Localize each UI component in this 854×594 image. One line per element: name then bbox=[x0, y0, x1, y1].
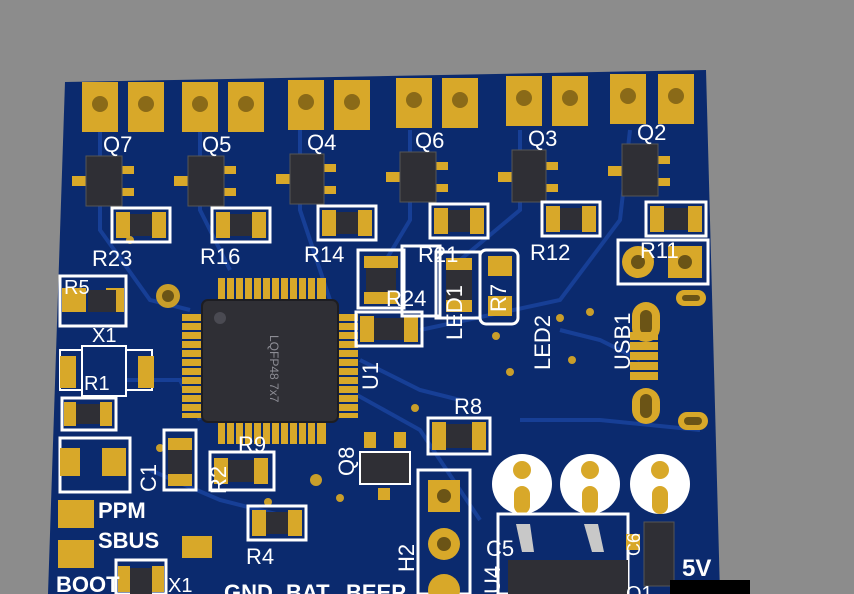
label-h2: H2 bbox=[394, 544, 419, 572]
usb1-connector bbox=[616, 238, 710, 430]
electrolytic-caps bbox=[492, 454, 750, 594]
label-c6: C6 bbox=[624, 533, 644, 556]
label-r23: R23 bbox=[92, 246, 132, 271]
mcu-u1 bbox=[182, 278, 358, 444]
transistor-q5 bbox=[174, 155, 236, 207]
label-beep: BEEP bbox=[346, 580, 406, 594]
led-cluster bbox=[354, 244, 520, 348]
resistors-lower bbox=[208, 450, 308, 542]
component-r1-r5-area bbox=[58, 345, 198, 494]
label-r7: R7 bbox=[486, 284, 511, 312]
crystal-x1 bbox=[58, 274, 128, 328]
header-pads bbox=[82, 74, 694, 132]
label-gnd: GND bbox=[224, 580, 273, 594]
label-r12: R12 bbox=[530, 240, 570, 265]
transistor-q7 bbox=[72, 155, 134, 207]
label-r8: R8 bbox=[454, 394, 482, 419]
label-q8: Q8 bbox=[334, 447, 359, 476]
label-r9: R9 bbox=[238, 432, 266, 457]
label-x1: X1 bbox=[92, 325, 116, 347]
label-r11: R11 bbox=[640, 238, 679, 263]
label-r1: R1 bbox=[84, 373, 110, 395]
label-q7: Q7 bbox=[103, 132, 132, 157]
transistors-row bbox=[72, 143, 670, 207]
label-c5: C5 bbox=[486, 536, 514, 561]
label-bat: BAT bbox=[286, 580, 330, 594]
label-u1: U1 bbox=[358, 362, 383, 390]
label-q2: Q2 bbox=[637, 120, 666, 145]
transistor-q6 bbox=[386, 151, 448, 203]
label-q4: Q4 bbox=[307, 130, 336, 155]
label-r24: R24 bbox=[386, 286, 426, 311]
label-u4: U4 bbox=[480, 566, 505, 594]
transistor-q4 bbox=[276, 153, 336, 205]
label-r21: R21 bbox=[418, 242, 458, 267]
label-q1: Q1 bbox=[626, 583, 653, 594]
label-led2: LED2 bbox=[530, 315, 555, 370]
transistor-q3 bbox=[498, 149, 558, 203]
transistor-q2 bbox=[608, 143, 670, 197]
resistors-row bbox=[110, 200, 708, 244]
label-ppm: PPM bbox=[98, 498, 146, 523]
copper-traces bbox=[98, 129, 701, 522]
label-c1: C1 bbox=[136, 464, 161, 492]
label-5v: 5V bbox=[682, 555, 711, 582]
label-r2: R2 bbox=[206, 466, 231, 494]
label-r14: R14 bbox=[304, 242, 344, 267]
label-r4: R4 bbox=[246, 544, 274, 569]
label-q6: Q6 bbox=[415, 128, 444, 153]
header-h2 bbox=[416, 468, 472, 594]
label-sbus: SBUS bbox=[98, 528, 159, 553]
label-q5: Q5 bbox=[202, 132, 231, 157]
r8-q8 bbox=[359, 416, 492, 500]
label-boot: BOOT bbox=[56, 572, 120, 594]
jumper-pads bbox=[58, 500, 212, 594]
chip-marking: LQFP48 7x7 bbox=[267, 335, 281, 403]
label-led1: LED1 bbox=[442, 285, 467, 340]
label-r16: R16 bbox=[200, 244, 240, 269]
label-usb1: USB1 bbox=[610, 313, 635, 370]
label-x1b: X1 bbox=[168, 575, 192, 594]
label-q3: Q3 bbox=[528, 126, 557, 151]
silkscreen-labels: Q7 Q5 Q4 Q6 Q3 Q2 R23 R16 R14 R21 R12 R1… bbox=[56, 120, 711, 594]
label-r5: R5 bbox=[64, 277, 90, 299]
